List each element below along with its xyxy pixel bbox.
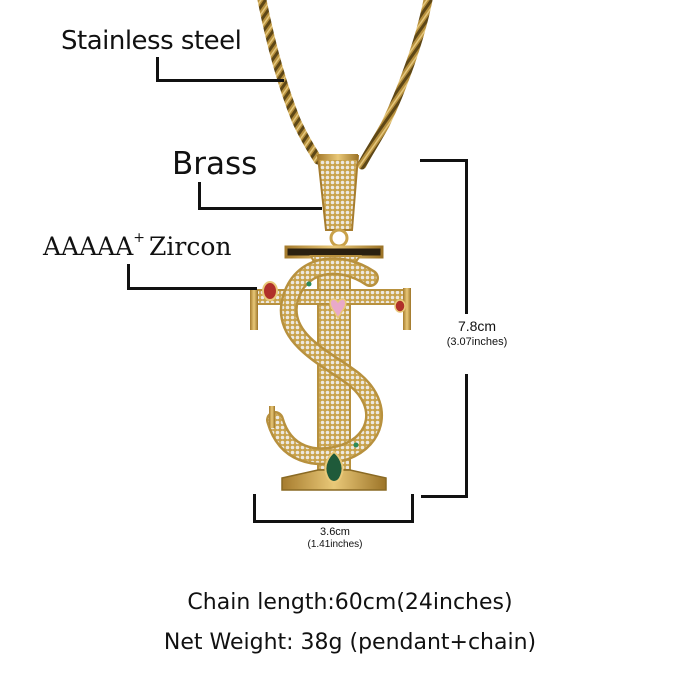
leader-line-steel-v — [156, 57, 159, 81]
height-bracket-top — [420, 159, 467, 162]
stone-grade: AAAAA — [43, 232, 134, 261]
width-bracket-right — [411, 494, 414, 522]
label-stone: AAAAA+Zircon — [43, 229, 232, 261]
leader-line-zircon-h — [127, 287, 257, 290]
width-bracket-bottom — [253, 520, 414, 523]
height-bracket-lower — [465, 374, 468, 497]
height-in: (3.07inches) — [446, 336, 508, 348]
leader-line-brass-v — [198, 182, 201, 209]
stone-grade-plus: + — [133, 229, 146, 246]
stone-type: Zircon — [149, 232, 232, 261]
width-dimension: 3.6cm (1.41inches) — [290, 526, 380, 550]
height-cm: 7.8cm — [457, 318, 497, 334]
ruby-left — [262, 281, 278, 301]
leader-line-zircon-v — [127, 264, 130, 289]
height-bracket-bottom — [421, 495, 468, 498]
width-bracket-left — [253, 494, 256, 522]
width-cm: 3.6cm — [320, 526, 350, 538]
leader-line-brass-h — [198, 207, 322, 210]
label-pendant-material: Brass — [172, 146, 258, 182]
height-dimension: 7.8cm (3.07inches) — [442, 318, 512, 348]
leader-line-steel-h — [156, 79, 284, 82]
net-weight-spec: Net Weight: 38g (pendant+chain) — [163, 630, 537, 655]
label-chain-material: Stainless steel — [61, 26, 242, 56]
height-bracket-upper — [465, 159, 468, 314]
chain-length-spec: Chain length:60cm(24inches) — [187, 590, 513, 615]
width-in: (1.41inches) — [307, 539, 363, 550]
